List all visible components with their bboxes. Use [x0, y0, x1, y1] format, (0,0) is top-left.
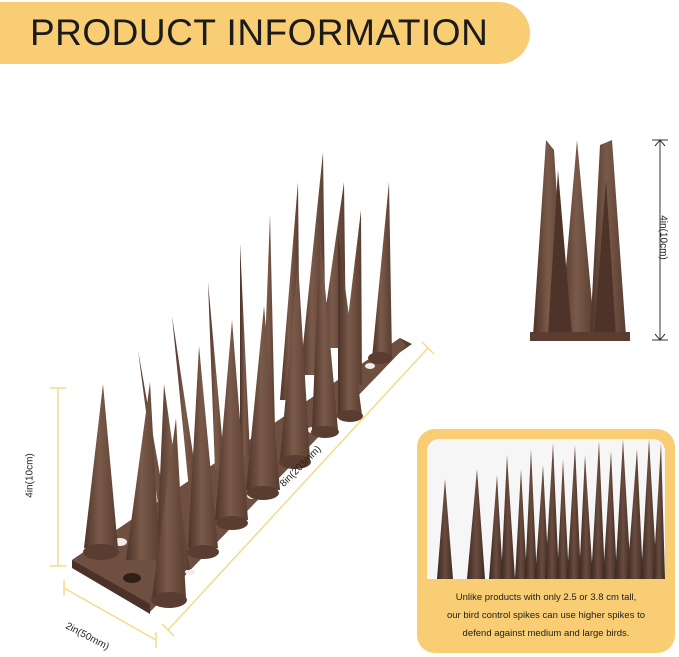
spike: [172, 316, 200, 500]
spike-closeup-photo: [427, 439, 665, 579]
spike: [215, 320, 248, 520]
width-dimension-line: [63, 587, 157, 641]
spike: [188, 346, 218, 548]
spike: [312, 232, 338, 430]
side-height-label: 4in(10cm): [657, 215, 669, 260]
callout-line: Unlike products with only 2.5 or 3.8 cm …: [455, 592, 637, 603]
spike: [246, 306, 280, 490]
length-dimension-line: [167, 347, 429, 631]
header-banner: PRODUCT INFORMATION: [0, 2, 530, 64]
spike: [152, 418, 186, 598]
callout-line: our bird control spikes can use higher s…: [446, 610, 646, 621]
spike: [126, 382, 160, 560]
spike: [240, 243, 250, 455]
callout-line: defend against medium and large birds.: [462, 628, 630, 639]
spike: [372, 182, 392, 358]
page-title: PRODUCT INFORMATION: [30, 12, 489, 53]
spike: [280, 262, 310, 460]
spike: [208, 282, 225, 470]
callout-description: Unlike products with only 2.5 or 3.8 cm …: [417, 589, 675, 643]
height-label: 4in(10cm): [24, 453, 36, 498]
spike: [338, 233, 362, 415]
spike: [84, 384, 118, 548]
height-comparison-callout: Unlike products with only 2.5 or 3.8 cm …: [417, 429, 675, 653]
